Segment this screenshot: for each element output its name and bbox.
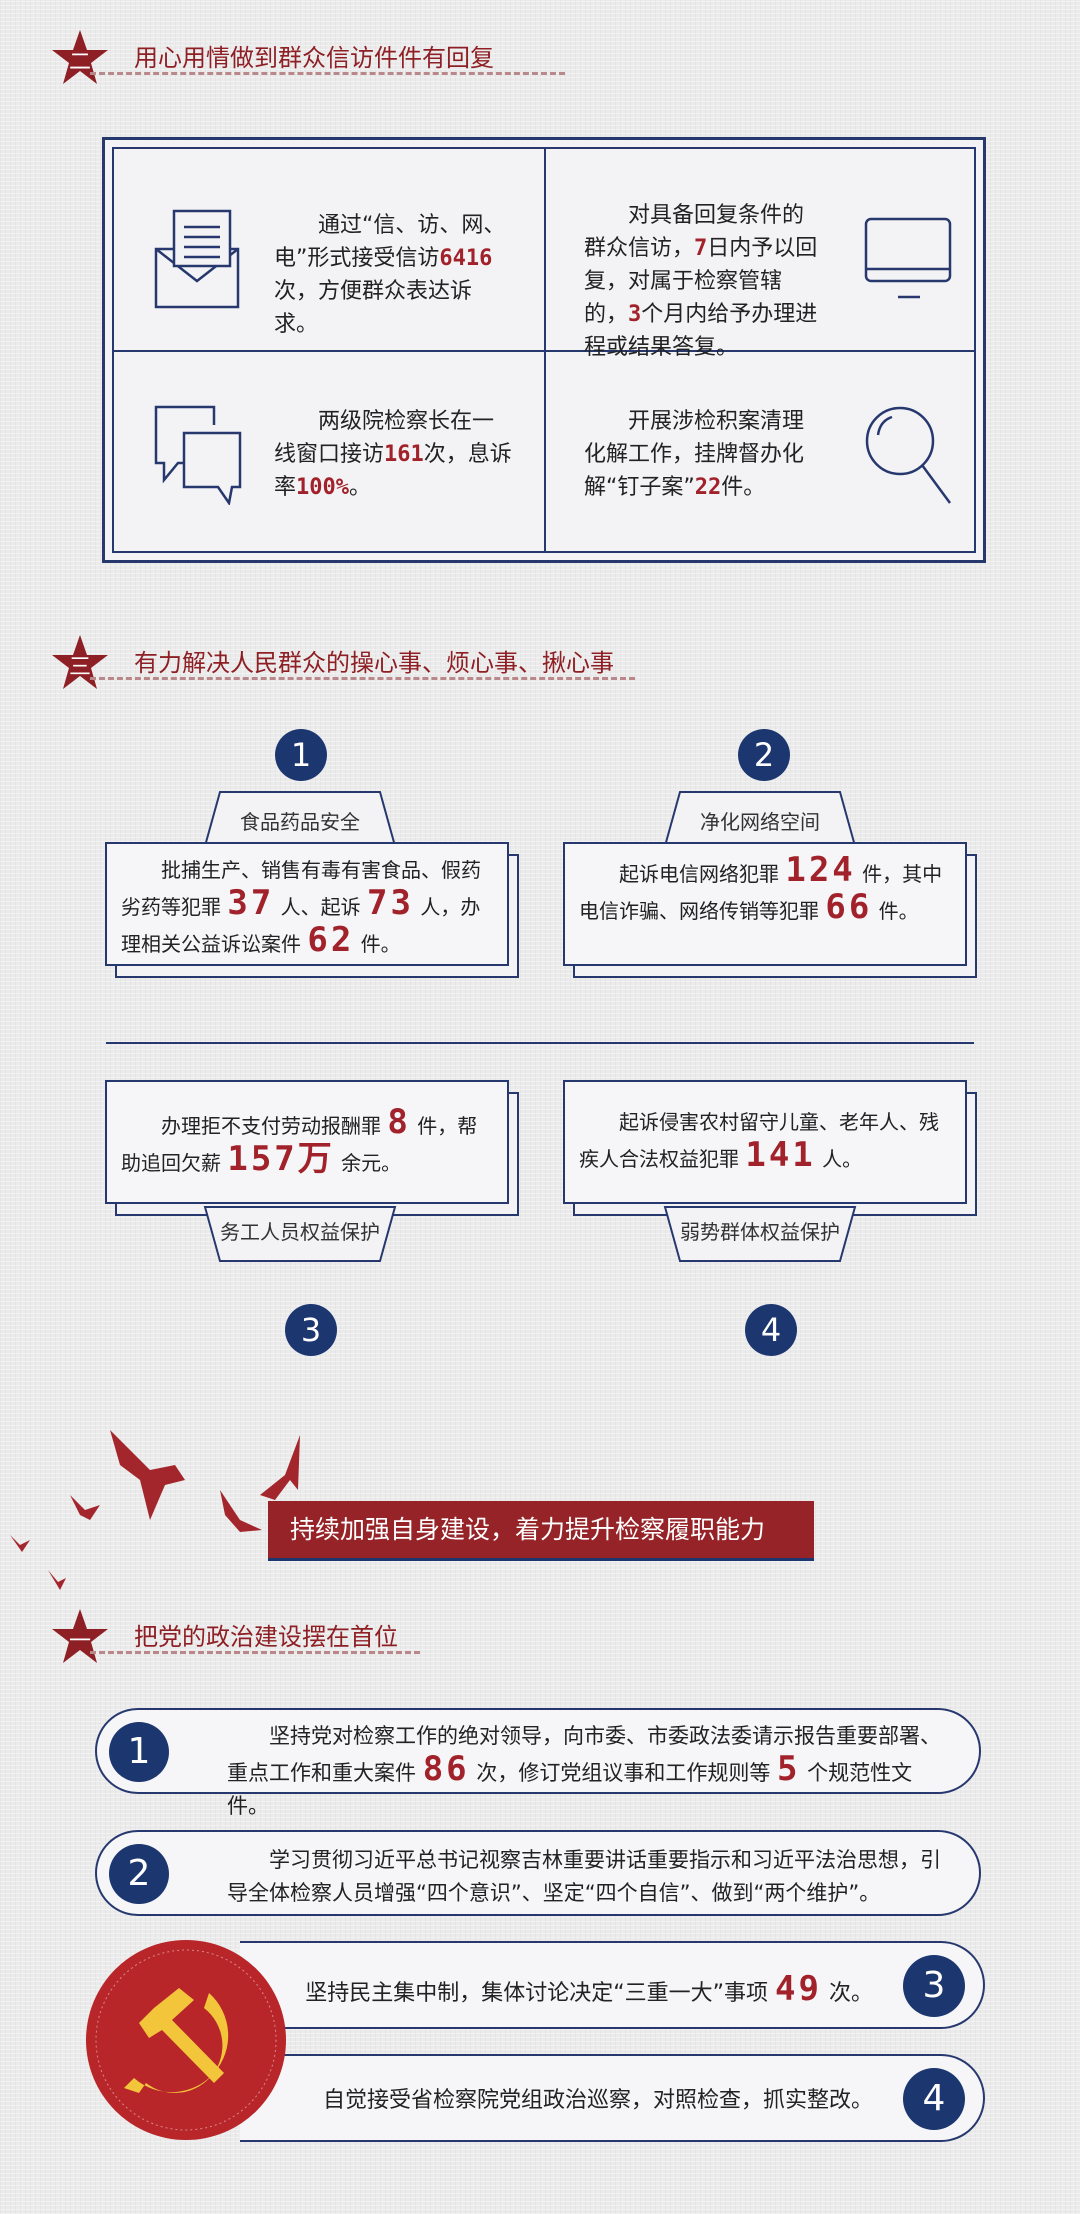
text: 起诉侵害农村留守儿童、老年人、残疾人合法权益犯罪: [579, 1110, 939, 1171]
section-number: 二: [69, 50, 92, 75]
text: 批捕生产、销售有毒有害食品、假药劣药等犯罪: [121, 858, 481, 919]
text: 余元。: [334, 1151, 402, 1175]
list-item: 自觉接受省检察院党组政治巡察，对照检查，抓实整改。 4: [240, 2054, 985, 2142]
stat-card: 起诉侵害农村留守儿童、老年人、残疾人合法权益犯罪 141 人。: [563, 1080, 977, 1216]
text: 次，息诉率: [274, 442, 512, 500]
text: 件。: [872, 899, 919, 923]
text: 次，修订党组议事和工作规则等: [469, 1761, 777, 1785]
text: 件，其中电信诈骗、网络传销等犯罪: [579, 862, 943, 923]
text: 件。: [721, 475, 766, 500]
card-tab: 务工人员权益保护: [200, 1200, 400, 1256]
number-badge: 1: [275, 729, 327, 781]
highlight-number: 3: [628, 302, 642, 327]
grid-cell: 通过“信、访、网、电”形式接受信访6416 次，方便群众表达诉求。: [114, 149, 544, 350]
highlight-number: 6416: [439, 246, 493, 271]
text: 人、起诉: [274, 895, 368, 919]
text: 。: [349, 475, 372, 500]
highlight-number: 161: [384, 442, 424, 467]
number-badge: 2: [109, 1844, 169, 1904]
section-title: 用心用情做到群众信访件件有回复: [134, 44, 494, 72]
star-icon: [52, 635, 108, 689]
text: 坚持民主集中制，集体讨论决定“三重一大”事项: [305, 1981, 776, 2006]
divider: [114, 350, 974, 352]
party-emblem-icon: [86, 1940, 286, 2140]
card-tab-label: 弱势群体权益保护: [680, 1220, 840, 1244]
stat-card: 起诉电信网络犯罪 124 件，其中电信诈骗、网络传销等犯罪 66 件。: [563, 842, 977, 978]
petition-grid: 通过“信、访、网、电”形式接受信访6416 次，方便群众表达诉求。 对具备回复条件…: [102, 137, 986, 563]
grid-cell: 开展涉检积案清理化解工作，挂牌督办化解“钉子案”22件。: [544, 350, 974, 551]
text: 件。: [354, 932, 401, 956]
dashed-divider: [90, 1651, 420, 1654]
text: 自觉接受省检察院党组政治巡察，对照检查，抓实整改。: [322, 2088, 873, 2113]
highlight-number: 157万: [227, 1139, 335, 1179]
section-title: 有力解决人民群众的操心事、烦心事、揪心事: [134, 649, 614, 677]
text: 件，帮助追回欠薪: [121, 1114, 478, 1175]
text: 学习贯彻习近平总书记视察吉林重要讲话重要指示和习近平法治思想，引导全体检察人员增…: [227, 1848, 941, 1905]
number-badge: 3: [285, 1304, 337, 1356]
highlight-number: 49: [775, 1969, 822, 2009]
grid-cell: 对具备回复条件的群众信访，7日内予以回复，对属于检察管辖的，3个月内给予办理进程…: [544, 149, 974, 360]
list-item: 2 学习贯彻习近平总书记视察吉林重要讲话重要指示和习近平法治思想，引导全体检察人…: [95, 1830, 981, 1916]
highlight-number: 73: [367, 883, 414, 923]
card-tab-label: 净化网络空间: [700, 810, 820, 834]
number-badge: 1: [109, 1722, 169, 1782]
stat-card: 批捕生产、销售有毒有害食品、假药劣药等犯罪 37 人、起诉 73 人，办理相关公…: [105, 842, 519, 978]
text: 对具备回复条件的群众信访，: [584, 203, 805, 261]
card-tab-label: 务工人员权益保护: [220, 1220, 380, 1244]
number-badge: 3: [903, 1955, 965, 2017]
text: 次，方便群众表达诉求。: [274, 279, 473, 337]
highlight-number: 100%: [296, 475, 349, 500]
section-number: 一: [69, 1629, 92, 1654]
highlight-number: 5: [777, 1749, 801, 1789]
tab-shape: [663, 1206, 857, 1262]
text: 起诉电信网络犯罪: [619, 862, 786, 886]
highlight-number: 86: [422, 1749, 470, 1789]
dashed-divider: [90, 72, 565, 75]
list-item: 坚持民主集中制，集体讨论决定“三重一大”事项 49 次。 3: [240, 1941, 985, 2029]
text: 开展涉检积案清理化解工作，挂牌督办化解“钉子案”: [584, 409, 805, 500]
grid-cell: 两级院检察长在一线窗口接访161次，息诉率100%。: [114, 350, 544, 551]
highlight-number: 141: [745, 1135, 816, 1175]
number-badge: 2: [738, 729, 790, 781]
tab-shape: [203, 1206, 397, 1262]
star-icon: [52, 1609, 108, 1663]
highlight-number: 66: [825, 887, 873, 927]
text: 日内予以回复，对属于检察管辖的，: [584, 236, 818, 327]
card-tab: 弱势群体权益保护: [660, 1200, 860, 1256]
highlight-number: 8: [387, 1102, 411, 1142]
text: 人，办理相关公益诉讼案件: [121, 895, 481, 956]
envelope-icon: [154, 209, 240, 309]
list-item: 1 坚持党对检察工作的绝对领导，向市委、市委政法委请示报告重要部署、重点工作和重…: [95, 1708, 981, 1818]
dashed-divider: [90, 677, 635, 680]
text: 两级院检察长在一线窗口接访: [274, 409, 495, 467]
text: 坚持党对检察工作的绝对领导，向市委、市委政法委请示报告重要部署、重点工作和重大案…: [227, 1724, 941, 1785]
section-number: 三: [69, 655, 92, 680]
highlight-number: 22: [694, 475, 722, 500]
number-badge: 4: [745, 1304, 797, 1356]
divider: [106, 1042, 974, 1044]
highlight-number: 7: [694, 236, 708, 261]
number-badge: 4: [903, 2068, 965, 2130]
magnifier-icon: [865, 406, 952, 504]
text: 通过“信、访、网、电”形式接受信访: [274, 213, 506, 271]
monitor-icon: [864, 217, 952, 299]
card-tab: 食品药品安全: [200, 790, 400, 846]
text: 个月内给予办理进程或结果答复。: [584, 302, 818, 360]
highlight-number: 62: [307, 920, 355, 960]
text: 办理拒不支付劳动报酬罪: [161, 1114, 388, 1138]
text: 个规范性文件。: [227, 1761, 913, 1818]
highlight-number: 37: [227, 883, 275, 923]
card-tab-label: 食品药品安全: [240, 810, 360, 834]
card-tab: 净化网络空间: [660, 790, 860, 846]
star-icon: [52, 30, 108, 84]
doves-icon: [10, 1430, 300, 1590]
section-title: 把党的政治建设摆在首位: [134, 1623, 398, 1651]
stat-card: 办理拒不支付劳动报酬罪 8 件，帮助追回欠薪 157万 余元。: [105, 1080, 519, 1216]
chapter-banner: 持续加强自身建设，着力提升检察履职能力: [268, 1501, 814, 1561]
chat-bubbles-icon: [154, 405, 242, 505]
text: 次。: [822, 1981, 873, 2006]
text: 人。: [815, 1147, 863, 1171]
highlight-number: 124: [785, 850, 856, 890]
